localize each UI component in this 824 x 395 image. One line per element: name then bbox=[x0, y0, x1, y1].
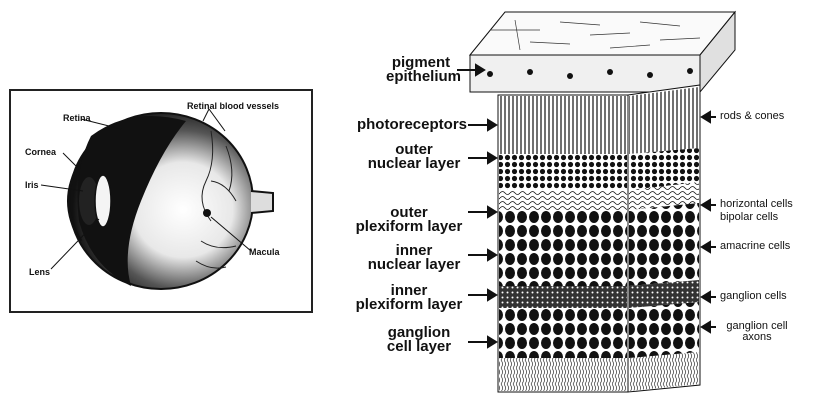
label-inner-plexiform-layer: inner plexiform layer bbox=[352, 284, 466, 312]
label-rods-cones: rods & cones bbox=[720, 111, 784, 122]
label-line: ganglion cells bbox=[720, 291, 787, 302]
label-outer-nuclear-layer: outer nuclear layer bbox=[362, 143, 466, 171]
label-line: horizontal cells bbox=[720, 199, 793, 210]
label-line: cell layer bbox=[372, 340, 466, 354]
label-photoreceptors: photoreceptors bbox=[356, 118, 468, 132]
label-pigment-epithelium: pigment epithelium bbox=[386, 56, 456, 84]
label-ganglion-cell-layer: ganglion cell layer bbox=[372, 326, 466, 354]
label-line: plexiform layer bbox=[352, 298, 466, 312]
label-outer-plexiform-layer: outer plexiform layer bbox=[352, 206, 466, 234]
label-line: axons bbox=[714, 332, 800, 343]
label-ganglion-cells: ganglion cells bbox=[720, 291, 787, 302]
label-line: plexiform layer bbox=[352, 220, 466, 234]
label-horizontal-cells: horizontal cells bbox=[720, 199, 793, 210]
label-line: nuclear layer bbox=[362, 157, 466, 171]
retina-layers-block bbox=[498, 85, 700, 392]
label-ganglion-cell-axons: ganglion cell axons bbox=[714, 321, 800, 343]
label-bipolar-cells: bipolar cells bbox=[720, 212, 778, 223]
label-line: bipolar cells bbox=[720, 212, 778, 223]
label-inner-nuclear-layer: inner nuclear layer bbox=[362, 244, 466, 272]
label-line: amacrine cells bbox=[720, 241, 790, 252]
label-line: rods & cones bbox=[720, 111, 784, 122]
label-line: photoreceptors bbox=[356, 118, 468, 132]
right-label-arrows bbox=[702, 112, 716, 332]
label-line: nuclear layer bbox=[362, 258, 466, 272]
label-amacrine-cells: amacrine cells bbox=[720, 241, 790, 252]
label-line: epithelium bbox=[386, 70, 456, 84]
pigment-epithelium-slab bbox=[470, 12, 735, 92]
